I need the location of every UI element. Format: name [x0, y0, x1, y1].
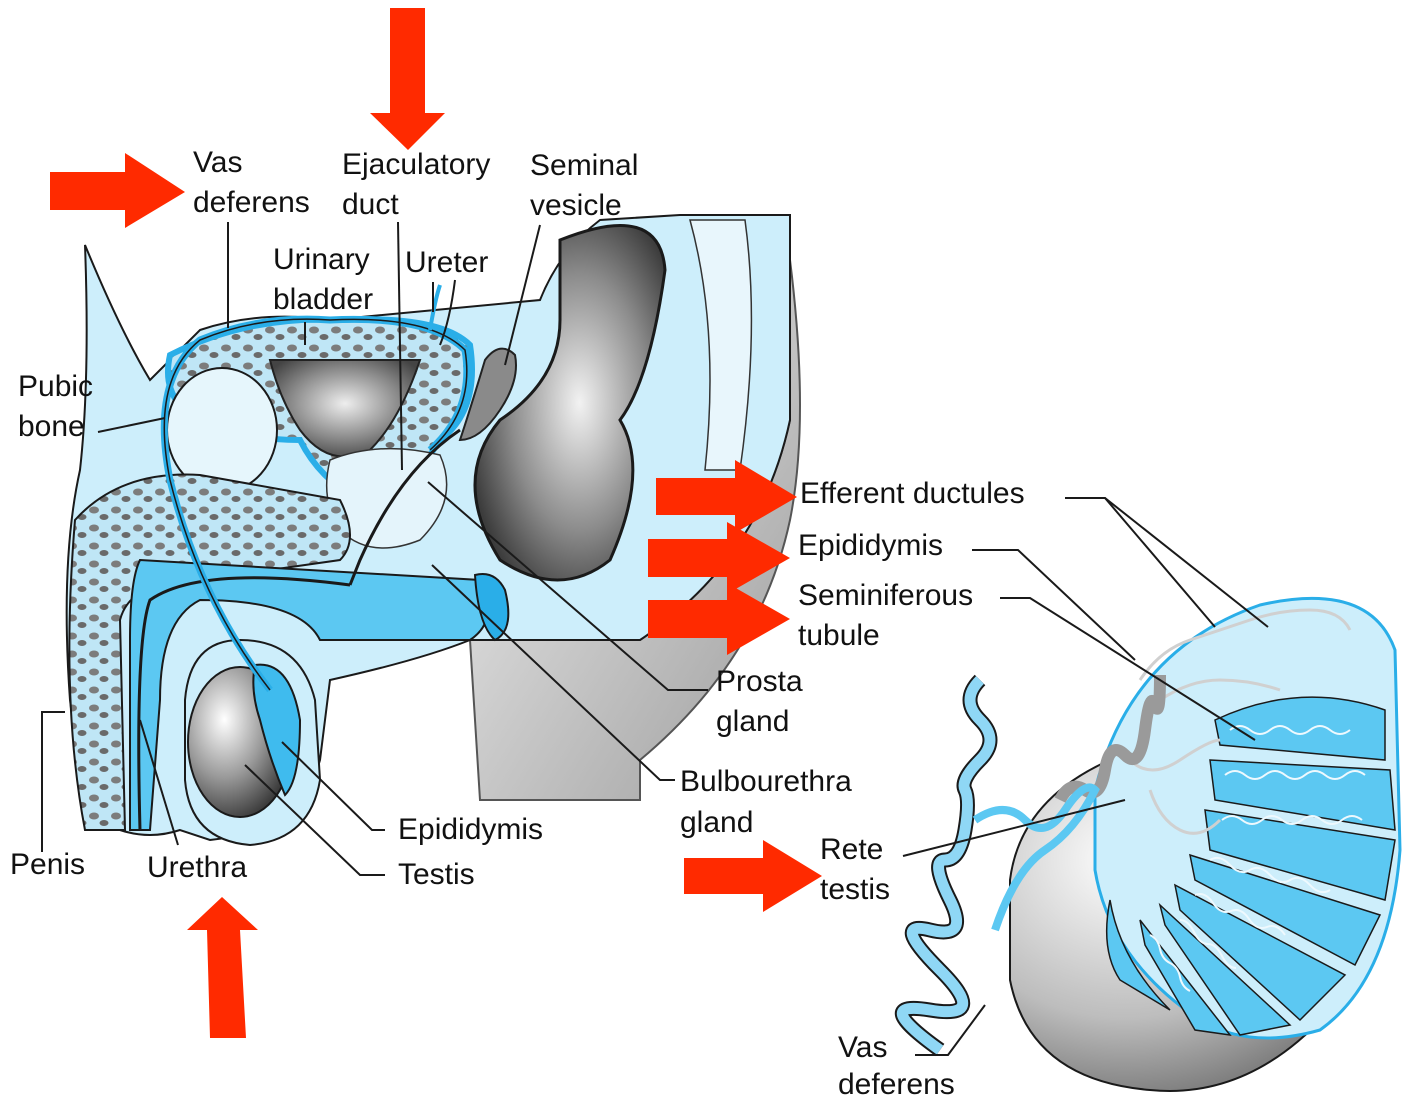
label-epididymis-right: Epididymis [798, 526, 943, 566]
arrow-ejaculatory-duct [370, 8, 445, 150]
label-rete-testis-line1: Rete [820, 830, 883, 870]
pubic-bone [167, 368, 277, 492]
label-ureter: Ureter [405, 243, 488, 283]
label-seminal-vesicle-line1: Seminal [530, 146, 638, 186]
arrow-urethra [187, 897, 258, 1038]
label-vas-deferens-right-line2: deferens [838, 1065, 955, 1105]
right-testis-detail [902, 498, 1400, 1091]
label-vas-deferens-line2: deferens [193, 183, 310, 223]
label-ejaculatory-duct-line1: Ejaculatory [342, 145, 490, 185]
label-urinary-bladder-line2: bladder [273, 280, 373, 320]
label-urethra: Urethra [147, 848, 247, 888]
label-pubic-bone-line1: Pubic [18, 367, 93, 407]
label-epididymis-left: Epididymis [398, 810, 543, 850]
arrow-rete-testis [684, 840, 822, 912]
label-seminiferous-tubule-line2: tubule [798, 616, 880, 656]
arrow-vas-deferens [50, 153, 185, 228]
vas-deferens-coil-fill [902, 680, 990, 1050]
label-vas-deferens-right-line1: Vas [838, 1028, 887, 1068]
label-penis: Penis [10, 845, 85, 885]
label-bulbourethral-line2: gland [680, 803, 753, 843]
label-bulbourethral-line1: Bulbourethra [680, 762, 852, 802]
label-prostate-line1: Prosta [716, 662, 803, 702]
label-ejaculatory-duct-line2: duct [342, 185, 399, 225]
label-seminiferous-tubule-line1: Seminiferous [798, 576, 973, 616]
label-efferent-ductules: Efferent ductules [800, 474, 1025, 514]
label-rete-testis-line2: testis [820, 870, 890, 910]
label-seminal-vesicle-line2: vesicle [530, 186, 622, 226]
label-prostate-line2: gland [716, 702, 789, 742]
label-testis: Testis [398, 855, 475, 895]
label-vas-deferens-line1: Vas [193, 143, 242, 183]
label-urinary-bladder-line1: Urinary [273, 240, 370, 280]
label-pubic-bone-line2: bone [18, 407, 85, 447]
